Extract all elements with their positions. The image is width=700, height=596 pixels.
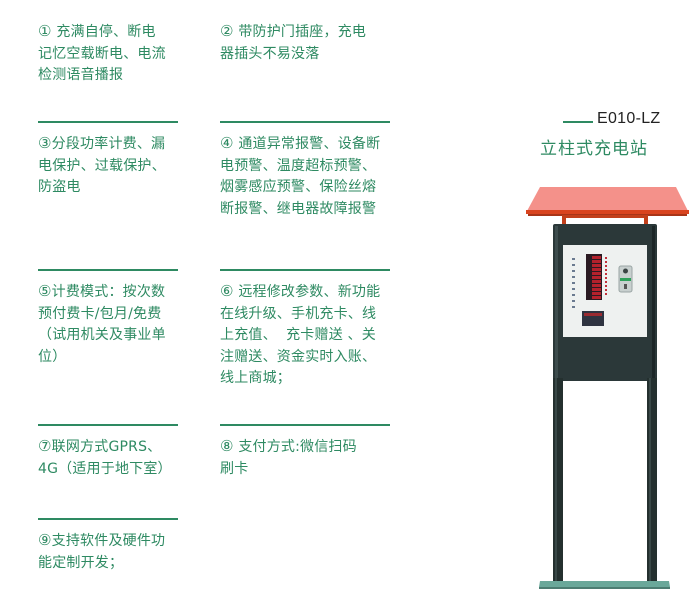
feature-4: ④ 通道异常报警、设备断 电预警、温度超标预警、 烟雾感应预警、保险丝熔 断报警… — [220, 121, 400, 220]
model-line-decoration — [563, 121, 593, 123]
feature-6: ⑥ 远程修改参数、新功能 在线升级、手机充卡、线 上充值、 充卡赠送 、关 注赠… — [220, 269, 400, 390]
feature-3: ③分段功率计费、漏 电保护、过载保护、 防盗电 — [38, 121, 188, 199]
divider — [220, 121, 390, 123]
feature-line: 注赠送、资金实时入账、 — [220, 348, 377, 365]
feature-number: ⑧ — [220, 437, 234, 455]
feature-line: 检测语音播报 — [38, 67, 124, 83]
divider — [38, 269, 178, 271]
feature-2: ② 带防护门插座，充电 器插头不易没落 — [220, 21, 400, 65]
divider — [38, 518, 178, 520]
feature-number: ③ — [38, 134, 52, 152]
feature-5: ⑤计费模式：按次数 预付费卡/包月/免费 （试用机关及事业单 位） — [38, 269, 188, 368]
feature-line: 线上商城； — [220, 370, 291, 386]
feature-number: ① — [38, 22, 52, 40]
feature-line: 电预警、温度超标预警、 — [220, 157, 377, 174]
feature-line: （试用机关及事业单 — [38, 327, 166, 343]
feature-line: 支持软件及硬件功 — [51, 533, 166, 549]
feature-line: 记忆空载断电、电流 — [38, 45, 166, 62]
feature-1: ① 充满自停、断电 记忆空载断电、电流 检测语音播报 — [38, 21, 188, 87]
divider — [220, 424, 390, 426]
feature-line: 支付方式:微信扫码 — [238, 439, 357, 455]
feature-line: 防盗电 — [38, 179, 81, 195]
feature-line: 上充值、 充卡赠送 、关 — [220, 327, 376, 343]
feature-line: 电保护、过载保护、 — [38, 157, 166, 174]
feature-line: 分段功率计费、漏 — [51, 136, 166, 152]
feature-line: 联网方式GPRS、 — [51, 439, 162, 455]
feature-number: ⑥ — [220, 282, 234, 300]
feature-line: 器插头不易没落 — [220, 45, 320, 62]
divider — [220, 269, 390, 271]
feature-line: 在线升级、手机充卡、线 — [220, 305, 377, 322]
feature-line: 位） — [38, 348, 67, 365]
divider — [38, 121, 178, 123]
feature-8: ⑧ 支付方式:微信扫码 刷卡 — [220, 424, 400, 480]
product-name: 立柱式充电站 — [540, 139, 648, 159]
feature-number: ⑦ — [38, 437, 52, 455]
feature-line: 远程修改参数、新功能 — [238, 284, 381, 300]
feature-line: 计费模式：按次数 — [51, 284, 166, 300]
feature-number: ④ — [220, 134, 234, 152]
feature-line: 断报警、继电器故障报警 — [220, 200, 377, 217]
feature-line: 刷卡 — [220, 460, 249, 477]
feature-7: ⑦联网方式GPRS、 4G（适用于地下室） — [38, 424, 188, 480]
feature-line: 带防护门插座，充电 — [238, 24, 367, 40]
feature-number: ⑤ — [38, 282, 52, 300]
feature-line: 通道异常报警、设备断 — [238, 136, 381, 152]
feature-line: 预付费卡/包月/免费 — [38, 305, 162, 322]
feature-number: ② — [220, 22, 234, 40]
feature-line: 充满自停、断电 — [56, 24, 156, 40]
feature-line: 烟雾感应预警、保险丝熔 — [220, 179, 377, 195]
feature-9: ⑨支持软件及硬件功 能定制开发； — [38, 518, 188, 574]
feature-line: 能定制开发； — [38, 554, 124, 571]
product-model: E010-LZ — [597, 110, 661, 127]
feature-line: 4G（适用于地下室） — [38, 460, 172, 477]
divider — [38, 424, 178, 426]
feature-number: ⑨ — [38, 531, 52, 549]
